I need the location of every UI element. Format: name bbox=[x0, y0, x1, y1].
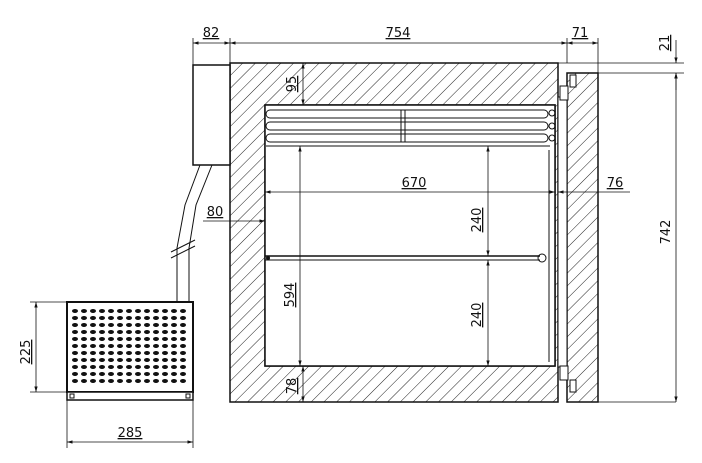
cabinet-body bbox=[229, 62, 559, 403]
dim-door-thickness: 76 bbox=[607, 176, 624, 191]
dim-inner-width: 670 bbox=[402, 176, 427, 191]
door-gasket bbox=[557, 96, 568, 368]
dim-unit-height: 225 bbox=[19, 340, 34, 365]
dim-top-main: 754 bbox=[386, 26, 411, 41]
dim-insulation-top: 95 bbox=[285, 76, 300, 93]
condensing-unit bbox=[66, 301, 194, 401]
dim-inner-height: 594 bbox=[283, 283, 298, 308]
door-frame-bottom bbox=[569, 379, 577, 393]
extension-lines bbox=[30, 38, 684, 448]
dim-side-offset: 80 bbox=[207, 205, 224, 220]
evaporator-coil bbox=[265, 109, 556, 147]
dim-top-right: 71 bbox=[572, 26, 589, 41]
unit-base bbox=[66, 391, 194, 401]
dim-unit-width: 285 bbox=[118, 426, 143, 441]
dim-top-far-right: 21 bbox=[658, 35, 673, 52]
dim-shelf-lower: 240 bbox=[470, 303, 485, 328]
cabinet-door bbox=[557, 72, 599, 403]
dim-overall-height: 742 bbox=[659, 220, 674, 245]
door-hinge-bottom bbox=[559, 365, 569, 381]
door-panel bbox=[566, 72, 599, 403]
dim-insulation-bottom: 78 bbox=[285, 378, 300, 395]
cabinet-inner-compartment bbox=[264, 104, 556, 367]
dimension-lines bbox=[34, 40, 678, 444]
connection-pipe bbox=[170, 164, 213, 302]
unit-grille bbox=[72, 306, 188, 386]
dim-top-left: 82 bbox=[203, 26, 220, 41]
dimension-labels: 82 754 71 21 95 670 76 240 240 742 80 59… bbox=[19, 26, 674, 441]
control-box bbox=[192, 64, 231, 166]
shelf bbox=[265, 253, 547, 263]
door-frame-top bbox=[569, 74, 577, 88]
door-hinge-top bbox=[559, 85, 569, 101]
dim-shelf-upper: 240 bbox=[470, 208, 485, 233]
